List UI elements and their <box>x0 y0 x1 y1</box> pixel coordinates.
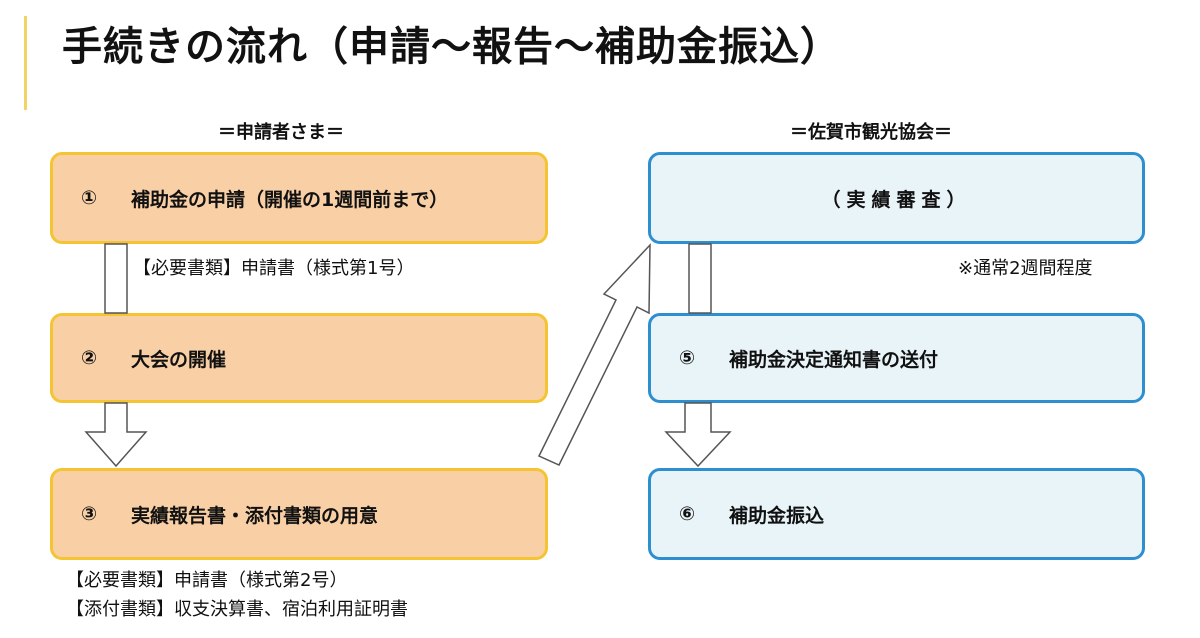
title-accent-bar <box>24 16 27 110</box>
step3-number: ③ <box>81 503 98 525</box>
step5-box: ⑤ 補助金決定通知書の送付 <box>648 313 1145 403</box>
arrow-step3-to-review <box>537 243 651 466</box>
review-period-note: ※通常2週間程度 <box>958 258 1093 279</box>
step6-label: 補助金振込 <box>729 504 825 527</box>
step6-number: ⑥ <box>679 503 696 525</box>
arrow-step5-to-step6 <box>664 402 732 468</box>
step1-required-docs: 【必要書類】申請書（様式第1号） <box>133 258 415 279</box>
arrow-step1-to-step2 <box>104 243 128 314</box>
step1-label: 補助金の申請（開催の1週間前まで） <box>131 188 449 211</box>
review-box: （実績審査） <box>648 152 1145 244</box>
step6-box: ⑥ 補助金振込 <box>648 468 1145 560</box>
review-label: （実績審査） <box>821 188 972 211</box>
step3-required-docs: 【必要書類】申請書（様式第2号） <box>66 570 348 591</box>
arrow-review-to-step5 <box>688 243 712 314</box>
step3-box: ③ 実績報告書・添付書類の用意 <box>50 468 548 560</box>
step5-label: 補助金決定通知書の送付 <box>729 348 939 371</box>
step3-label: 実績報告書・添付書類の用意 <box>131 504 379 527</box>
applicant-column-header: ＝申請者さま＝ <box>218 122 344 143</box>
step2-box: ② 大会の開催 <box>50 313 548 403</box>
association-column-header: ＝佐賀市観光協会＝ <box>790 122 952 143</box>
step1-box: ① 補助金の申請（開催の1週間前まで） <box>50 152 548 244</box>
step3-attached-docs: 【添付書類】収支決算書、宿泊利用証明書 <box>66 599 408 620</box>
page-title: 手続きの流れ（申請～報告～補助金振込） <box>62 24 841 70</box>
step2-label: 大会の開催 <box>131 348 227 371</box>
step5-number: ⑤ <box>679 347 696 369</box>
step1-number: ① <box>81 187 98 209</box>
step2-number: ② <box>81 347 98 369</box>
arrow-step2-to-step3 <box>84 402 148 468</box>
